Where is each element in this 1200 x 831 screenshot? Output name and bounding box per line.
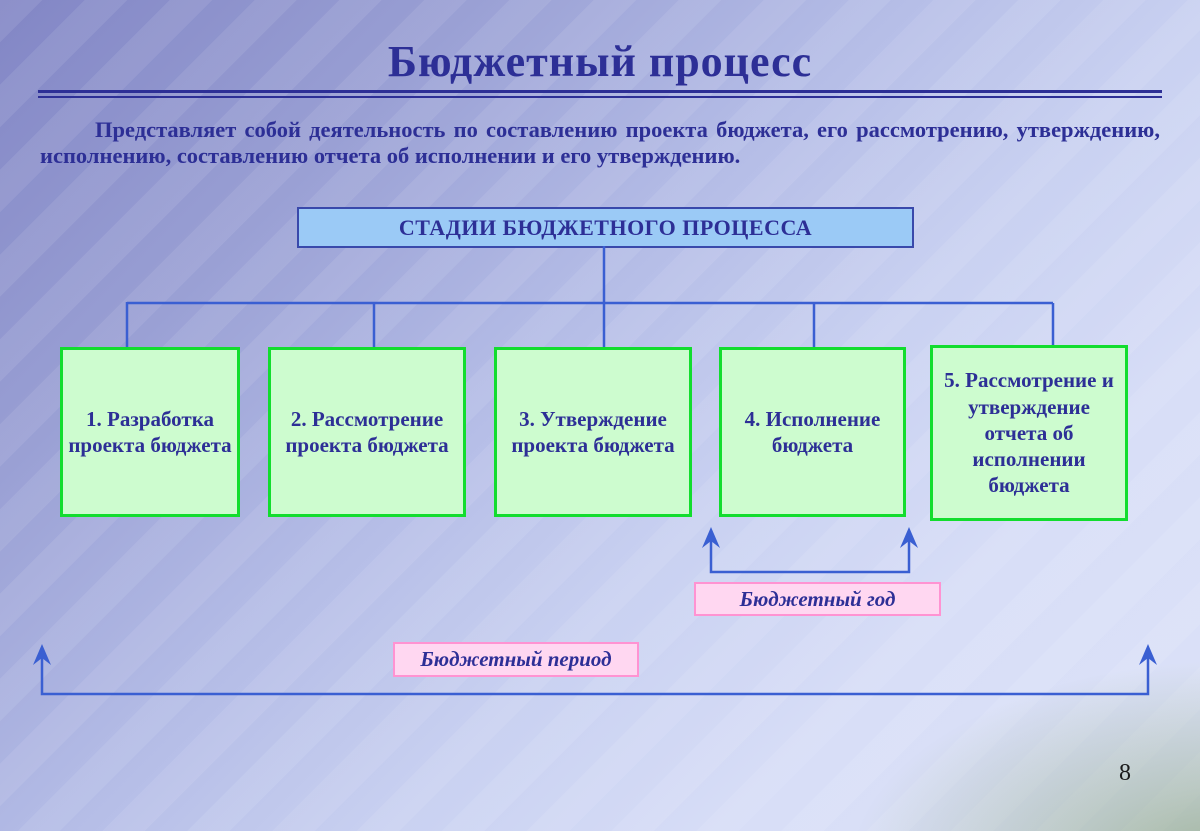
stage-label-4: 4. Исполнение бюджета bbox=[744, 406, 881, 457]
budget-period-label-box: Бюджетный период bbox=[393, 642, 639, 677]
stage-label-3: 3. Утверждение проекта бюджета bbox=[511, 406, 675, 457]
intro-paragraph: Представляет собой деятельность по соста… bbox=[40, 117, 1160, 169]
stage-drop-lines bbox=[125, 302, 1055, 347]
title-underline-rule bbox=[38, 90, 1162, 98]
root-stage-box: СТАДИИ БЮДЖЕТНОГО ПРОЦЕССА bbox=[297, 207, 914, 248]
stage-box-5: 5. Рассмотрение и утверждение отчета об … bbox=[930, 345, 1128, 521]
stage-box-1: 1. Разработка проекта бюджета bbox=[60, 347, 240, 517]
stage-label-1: 1. Разработка проекта бюджета bbox=[68, 406, 232, 457]
budget-year-label-box: Бюджетный год bbox=[694, 582, 941, 616]
stage-box-2: 2. Рассмотрение проекта бюджета bbox=[268, 347, 466, 517]
budget-year-arrow-left-icon bbox=[702, 527, 720, 548]
budget-period-arrow-left-icon bbox=[33, 644, 51, 665]
stage-label-5: 5. Рассмотрение и утверждение отчета об … bbox=[944, 368, 1114, 498]
stage-box-4: 4. Исполнение бюджета bbox=[719, 347, 906, 517]
root-stage-label: СТАДИИ БЮДЖЕТНОГО ПРОЦЕССА bbox=[398, 214, 813, 240]
budget-period-arrow-right-icon bbox=[1139, 644, 1157, 665]
budget-period-label: Бюджетный период bbox=[420, 647, 612, 671]
stage-label-2: 2. Рассмотрение проекта бюджета bbox=[285, 406, 449, 457]
stage-box-3: 3. Утверждение проекта бюджета bbox=[494, 347, 692, 517]
budget-year-bracket bbox=[709, 540, 911, 574]
page-number: 8 bbox=[1119, 760, 1131, 786]
slide-title: Бюджетный процесс bbox=[387, 37, 813, 86]
budget-period-line bbox=[40, 653, 1150, 696]
budget-year-arrow-right-icon bbox=[900, 527, 918, 548]
budget-year-label: Бюджетный год bbox=[739, 586, 896, 611]
